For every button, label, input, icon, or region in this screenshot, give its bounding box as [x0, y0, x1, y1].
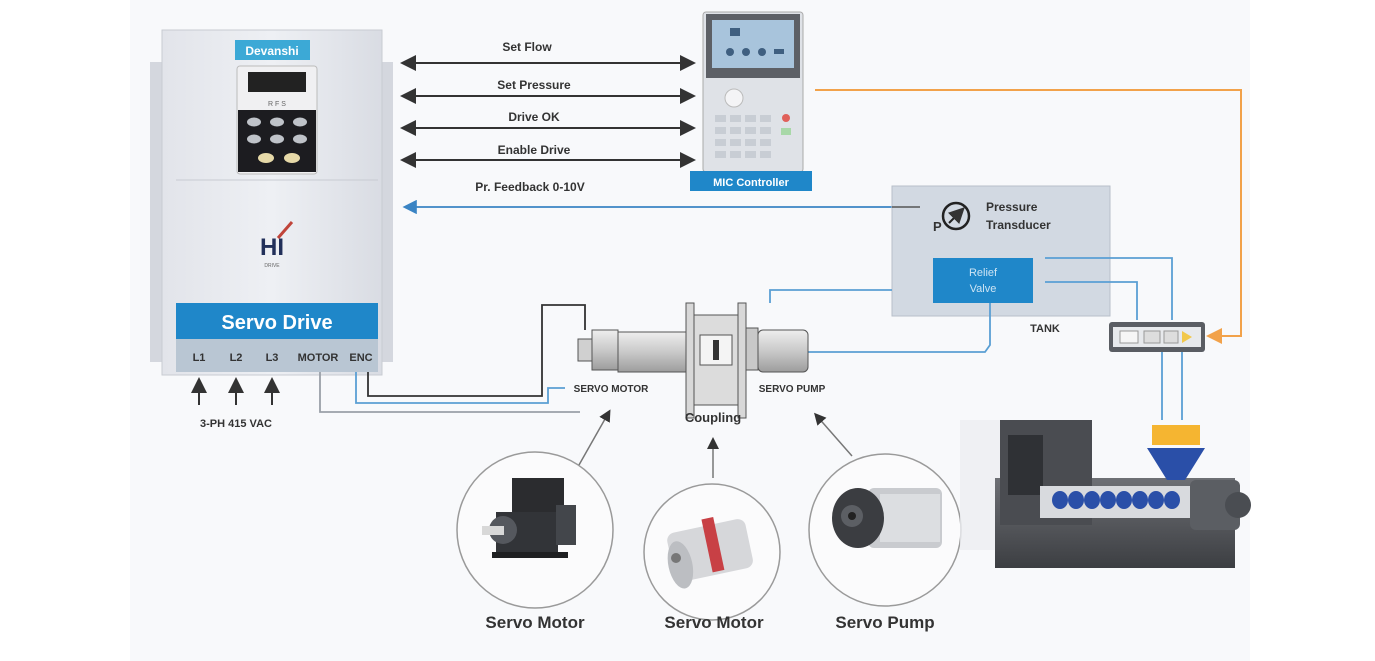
- keypad-stop-button[interactable]: [284, 153, 300, 163]
- keypad-button[interactable]: [247, 134, 261, 144]
- svg-text:HI: HI: [260, 234, 284, 261]
- logo-subtitle: DRIVE: [264, 263, 280, 269]
- terminal-strip: [176, 339, 378, 372]
- servo-assembly: SERVO MOTOR SERVO PUMP Coupling: [574, 302, 826, 425]
- servo-drive: Devanshi R F S HI DRIVE Servo Drive L1 L…: [150, 29, 393, 430]
- machine-hopper: [1147, 448, 1205, 480]
- pressure-gauge-icon: [941, 201, 971, 231]
- controller-keys[interactable]: [715, 115, 771, 158]
- motor-rear: [591, 329, 619, 371]
- machine-hopper-cap: [1152, 425, 1200, 445]
- supply-label: 3-PH 415 VAC: [200, 418, 272, 430]
- servo-motor-icon: [482, 478, 576, 558]
- tank-label: TANK: [1030, 323, 1060, 335]
- terminal-enc: ENC: [349, 352, 372, 364]
- signal-label-set-flow: Set Flow: [502, 40, 552, 54]
- keypad-leds: R F S: [268, 101, 286, 108]
- controller-to-valve-line: [815, 89, 1242, 344]
- coupling-label: Coupling: [685, 410, 741, 425]
- keypad-button[interactable]: [270, 117, 284, 127]
- terminal-l1: L1: [193, 352, 206, 364]
- tank: P Pressure Transducer Relief Valve TANK: [891, 185, 1111, 335]
- coupling-flange-left: [685, 302, 695, 419]
- motor-cables: [319, 304, 586, 413]
- servo-motor-body: [617, 331, 687, 373]
- pump-flange: [745, 327, 759, 371]
- terminal-l3: L3: [266, 352, 279, 364]
- signal-label-pressure-feedback: Pr. Feedback 0-10V: [475, 180, 584, 194]
- mic-controller: MIC Controller: [690, 11, 812, 191]
- transducer-label-2: Transducer: [986, 218, 1051, 232]
- machine-injection-unit: [1190, 480, 1240, 530]
- component-servo-motor: Servo Motor: [456, 451, 614, 632]
- keypad-display: [248, 72, 306, 92]
- controller-dpad[interactable]: [724, 88, 744, 108]
- component-label: Servo Pump: [835, 613, 934, 632]
- signal-label-drive-ok: Drive OK: [508, 110, 560, 124]
- keypad-button[interactable]: [247, 117, 261, 127]
- signal-label-enable-drive: Enable Drive: [498, 143, 571, 157]
- keypad-button[interactable]: [293, 134, 307, 144]
- controller-start-key[interactable]: [781, 128, 791, 135]
- transducer-prefix: P: [933, 219, 942, 234]
- assembly-pump-label: SERVO PUMP: [759, 384, 826, 395]
- relief-valve-box: [933, 258, 1033, 303]
- signal-lines: Set Flow Set Pressure Drive OK Enable Dr…: [400, 40, 920, 215]
- servo-pump-body: [757, 329, 809, 373]
- controller-stop-key[interactable]: [782, 114, 790, 122]
- coupling-icon: [667, 517, 753, 589]
- keypad-button[interactable]: [293, 117, 307, 127]
- keypad-button[interactable]: [270, 134, 284, 144]
- component-label: Servo Motor: [485, 613, 585, 632]
- terminal-l2: L2: [230, 352, 243, 364]
- component-servo-pump: Servo Pump: [808, 453, 962, 632]
- controller-label: MIC Controller: [713, 177, 789, 189]
- terminal-motor: MOTOR: [298, 352, 339, 364]
- component-label: Servo Motor: [664, 613, 764, 632]
- brand-label: Devanshi: [245, 44, 298, 58]
- relief-label-2: Valve: [970, 283, 997, 295]
- hi-logo-icon: HI: [260, 221, 294, 261]
- controller-screen: [712, 20, 794, 68]
- drive-title: Servo Drive: [221, 312, 332, 334]
- brand-badge: [235, 40, 310, 60]
- injection-molding-machine: [960, 420, 1251, 568]
- assembly-motor-label: SERVO MOTOR: [574, 384, 649, 395]
- drive-title-band: [176, 303, 378, 339]
- servo-valve: [1109, 322, 1205, 352]
- controller-label-band: [690, 171, 812, 191]
- servo-pump-icon: [832, 488, 942, 548]
- keypad-run-button[interactable]: [258, 153, 274, 163]
- signal-label-set-pressure: Set Pressure: [497, 78, 571, 92]
- relief-label-1: Relief: [969, 267, 998, 279]
- transducer-label-1: Pressure: [986, 200, 1038, 214]
- callout-lines: [574, 409, 853, 478]
- coupling-flange-right: [737, 302, 747, 419]
- component-coupling: Servo Motor: [643, 483, 781, 632]
